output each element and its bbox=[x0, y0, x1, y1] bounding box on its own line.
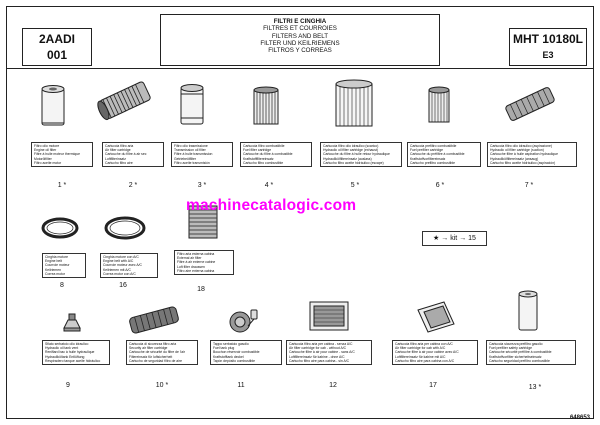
fuel-filter-icon bbox=[253, 86, 279, 125]
fuel-prefilter-safety-icon bbox=[518, 290, 538, 331]
section-code: 2AADI bbox=[38, 32, 75, 46]
arrow-icon: → bbox=[441, 235, 449, 242]
fuel-tank-plug-icon bbox=[229, 309, 258, 333]
ref-number-17: 17 bbox=[429, 382, 437, 389]
ref-number-13: 13 * bbox=[528, 384, 542, 391]
air-filter-icon bbox=[97, 81, 151, 121]
page-header: 2AADI 001 FILTRI E CINGHIA FILTRES ET CO… bbox=[6, 6, 594, 70]
section-sub: 001 bbox=[46, 48, 68, 62]
hydraulic-suction-filter-icon bbox=[505, 87, 555, 121]
fuel-prefilter-icon bbox=[428, 86, 450, 123]
hydraulic-return-filter-icon bbox=[335, 79, 373, 127]
title-es: FILTROS Y CORREAS bbox=[268, 47, 332, 55]
ref-number-9: 9 bbox=[66, 382, 70, 389]
caption-item-7: Cartuccia filtro olio idraulico (aspiraz… bbox=[487, 142, 577, 168]
caption-item-12: Cartuccia filtro aria per cabina - senza… bbox=[286, 340, 372, 366]
ref-number-2: 2 * bbox=[128, 182, 138, 189]
ref-number-16: 16 bbox=[119, 282, 127, 289]
security-air-filter-icon bbox=[129, 306, 179, 334]
watermark-text: machinecatalogic.com bbox=[186, 197, 357, 214]
kit-reference-box: ★ → kit → 15 bbox=[422, 231, 487, 246]
kit-label: kit bbox=[450, 235, 458, 242]
model-box: MHT 10180L E3 bbox=[509, 28, 587, 66]
ref-number-12: 12 bbox=[329, 382, 337, 389]
ref-number-6: 6 * bbox=[435, 182, 445, 189]
oil-filter-icon bbox=[41, 85, 65, 126]
cab-air-filter-ac-icon bbox=[417, 301, 455, 333]
ref-number-4: 4 * bbox=[264, 182, 274, 189]
engine-belt-icon bbox=[41, 217, 79, 239]
transmission-filter-icon bbox=[180, 84, 204, 125]
tank-vent-icon bbox=[63, 313, 81, 332]
cab-air-filter-no-ac-icon bbox=[309, 301, 349, 331]
document-code: 648653 bbox=[569, 415, 590, 421]
engine-belt-ac-icon bbox=[104, 216, 146, 240]
ref-number-7: 7 * bbox=[524, 182, 534, 189]
section-code-box: 2AADI 001 bbox=[22, 28, 92, 66]
title-it: FILTRI E CINGHIA bbox=[273, 18, 327, 25]
header-divider bbox=[6, 68, 594, 69]
ref-number-3: 3 * bbox=[197, 182, 207, 189]
cab-external-air-filter-icon bbox=[188, 205, 218, 239]
model-code: MHT 10180L bbox=[512, 32, 584, 46]
kit-target: 15 bbox=[468, 235, 476, 242]
ref-number-1: 1 * bbox=[57, 182, 67, 189]
ref-number-18: 18 bbox=[197, 286, 205, 293]
ref-number-11: 11 bbox=[237, 382, 245, 389]
caption-item-17: Cartuccia filtro aria per cabina con A/C… bbox=[392, 340, 478, 366]
title-de: FILTER UND KEILRIEMENS bbox=[260, 39, 340, 47]
star-icon: ★ bbox=[433, 235, 440, 242]
title-fr: FILTRES ET COURROIES bbox=[263, 25, 337, 33]
ref-number-5: 5 * bbox=[350, 182, 360, 189]
title-box: FILTRI E CINGHIA FILTRES ET COURROIES FI… bbox=[160, 14, 440, 66]
caption-item-5: Cartuccia filtro olio idraulico (scarico… bbox=[320, 142, 402, 168]
title-en: FILTERS AND BELT bbox=[271, 32, 329, 40]
ref-number-8: 8 bbox=[60, 282, 64, 289]
model-sub: E3 bbox=[542, 50, 554, 60]
page-frame bbox=[6, 6, 594, 419]
ref-number-10: 10 * bbox=[155, 382, 169, 389]
arrow-icon: → bbox=[459, 235, 467, 242]
